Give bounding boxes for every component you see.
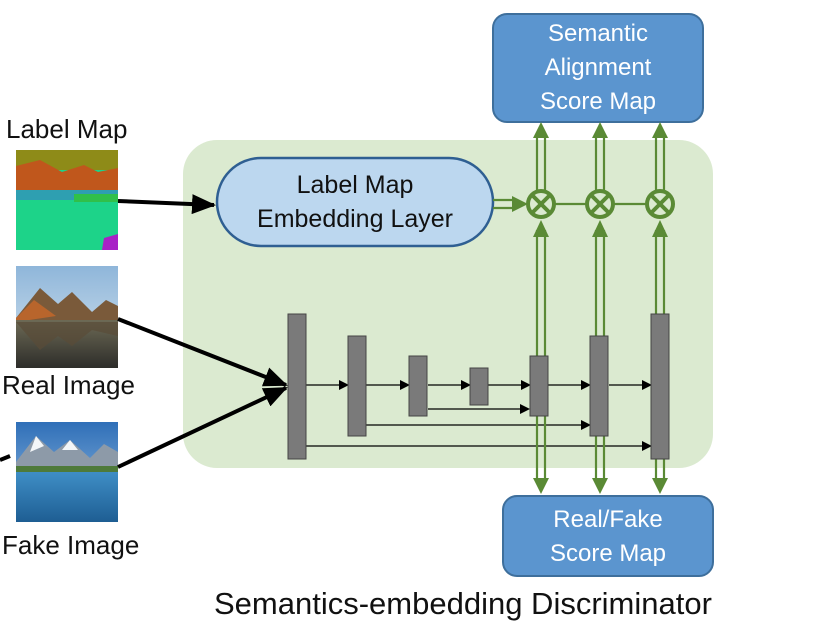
real-image-thumbnail [16, 266, 118, 368]
multiply-icon [645, 189, 675, 219]
feature-bar [347, 335, 367, 437]
embedding-layer-line: Label Map [296, 171, 414, 199]
real-fake-score-box [502, 495, 714, 577]
label-map-arrow [117, 194, 216, 215]
real-fake-score-text: Real/Fake Score Map [503, 503, 713, 571]
fake-image-arrow [117, 386, 288, 469]
green-double-arrows [493, 134, 666, 482]
green-arrowheads [512, 122, 668, 494]
feature-bar [287, 313, 307, 460]
semantic-score-box [492, 13, 704, 123]
feature-bar [408, 355, 428, 417]
embedding-layer-line: Embedding Layer [257, 205, 453, 233]
multiply-icon [585, 189, 615, 219]
feature-bar [469, 367, 489, 406]
left-edge-arrow [0, 454, 11, 462]
fake-image-thumbnail [16, 422, 118, 522]
feature-bars [287, 313, 670, 460]
fake-image-label: Fake Image [2, 530, 140, 560]
embedding-layer-text: Label Map Embedding Layer [217, 168, 493, 236]
real-fake-score-line: Score Map [549, 540, 667, 567]
real-image-arrow [117, 317, 288, 387]
multiply-icon [526, 189, 556, 219]
feature-bar [589, 335, 609, 437]
semantic-score-line: Semantic [547, 20, 649, 47]
embedding-layer-box [215, 156, 495, 248]
label-map-label: Label Map [6, 114, 128, 144]
real-image-label: Real Image [2, 370, 135, 400]
label-map-thumbnail [16, 150, 118, 250]
real-fake-score-line: Real/Fake [553, 506, 663, 533]
diagram-caption: Semantics-embedding Discriminator [214, 586, 712, 621]
feature-bar [650, 313, 670, 460]
semantic-score-text: Semantic Alignment Score Map [493, 17, 703, 119]
semantic-score-line: Alignment [544, 54, 652, 81]
feature-bar [529, 355, 549, 417]
semantic-score-line: Score Map [539, 88, 657, 115]
